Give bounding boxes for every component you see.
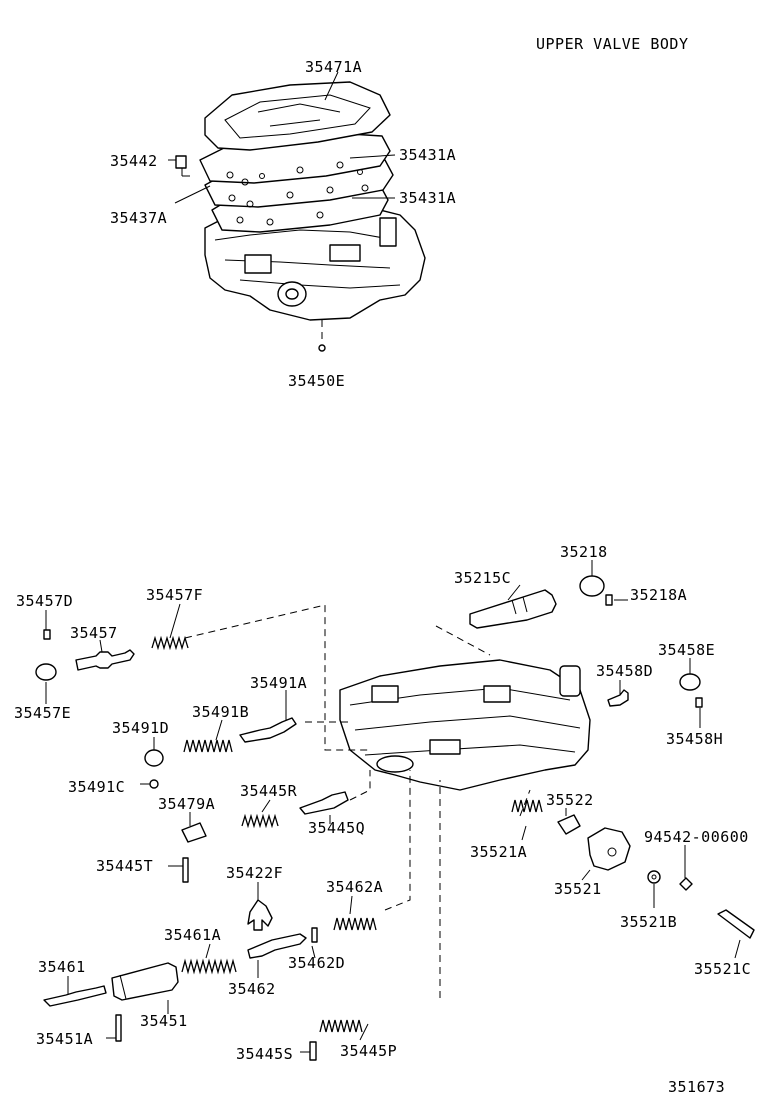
part-35451 <box>111 962 179 1001</box>
label-35215C: 35215C <box>454 569 511 587</box>
upper-leaders <box>168 71 396 204</box>
casting-boss <box>429 739 461 755</box>
part-35218 <box>579 575 605 597</box>
label-35445S: 35445S <box>236 1045 293 1063</box>
part-35422F <box>247 899 273 931</box>
label-35218A: 35218A <box>630 586 687 604</box>
springs <box>151 635 543 1033</box>
part-35445T <box>182 857 189 883</box>
label-35457: 35457 <box>70 624 118 642</box>
spring-35491B <box>183 739 233 753</box>
part-35445S <box>309 1041 317 1061</box>
part-35215C <box>469 589 557 629</box>
label-35462D: 35462D <box>288 954 345 972</box>
part-35458H <box>695 697 703 708</box>
spring-35461A <box>181 958 237 975</box>
label-35422F: 35422F <box>226 864 283 882</box>
label-35445R: 35445R <box>240 782 298 800</box>
label-35431A-bottom: 35431A <box>399 189 456 207</box>
spring-35462A <box>333 917 377 931</box>
label-35521B: 35521B <box>620 913 677 931</box>
part-35462D <box>311 927 318 943</box>
label-35458H: 35458H <box>666 730 723 748</box>
label-35491C: 35491C <box>68 778 125 796</box>
label-35491B: 35491B <box>192 703 249 721</box>
casting-boss <box>244 254 272 274</box>
label-35445P: 35445P <box>340 1042 397 1060</box>
part-35491D <box>144 749 164 767</box>
part-35450E <box>318 344 326 352</box>
part-35457E <box>35 663 57 681</box>
valve-body-casting <box>339 659 591 791</box>
small-parts <box>35 575 755 1061</box>
diagram-number: 351673 <box>668 1078 725 1096</box>
label-35458E: 35458E <box>658 641 715 659</box>
label-35450E: 35450E <box>288 372 345 390</box>
label-35522: 35522 <box>546 791 594 809</box>
label-35479A: 35479A <box>158 795 215 813</box>
label-35437A: 35437A <box>110 209 167 227</box>
spring-35445R <box>241 813 279 829</box>
casting-boss <box>379 217 397 247</box>
part-35451A <box>115 1014 122 1042</box>
label-35491D: 35491D <box>112 719 169 737</box>
label-35462: 35462 <box>228 980 276 998</box>
label-35461A: 35461A <box>164 926 221 944</box>
label-35521C: 35521C <box>694 960 751 978</box>
lower-leaders <box>45 560 741 1053</box>
casting-boss <box>559 665 581 697</box>
part-35218A <box>605 594 613 606</box>
part-94542-00600 <box>679 877 693 891</box>
part-35458D <box>607 689 629 707</box>
label-35451: 35451 <box>140 1012 188 1030</box>
lower-valve-body <box>339 659 591 791</box>
label-35457D: 35457D <box>16 592 73 610</box>
part-35462 <box>247 933 307 959</box>
part-35491A <box>239 717 297 743</box>
part-35445Q <box>299 791 349 815</box>
label-35445Q: 35445Q <box>308 819 365 837</box>
label-35461: 35461 <box>38 958 86 976</box>
part-35458E <box>679 673 701 691</box>
casting-boss <box>371 685 399 703</box>
label-35451A: 35451A <box>36 1030 93 1048</box>
upper-assembly <box>175 81 426 352</box>
label-35431A-top: 35431A <box>399 146 456 164</box>
part-35461 <box>43 985 107 1007</box>
label-35218: 35218 <box>560 543 608 561</box>
label-35442: 35442 <box>110 152 158 170</box>
casting-boss <box>329 244 361 262</box>
label-94542-00600: 94542-00600 <box>644 828 749 846</box>
part-35522 <box>557 814 581 835</box>
spring-35457F <box>151 635 189 651</box>
casting-port <box>376 755 414 773</box>
assembly-guides <box>184 604 531 998</box>
part-35479A <box>181 822 207 843</box>
part-35457D <box>43 629 51 640</box>
label-35462A: 35462A <box>326 878 383 896</box>
part-35457 <box>75 649 135 671</box>
label-35491A: 35491A <box>250 674 307 692</box>
label-35521: 35521 <box>554 880 602 898</box>
label-35458D: 35458D <box>596 662 653 680</box>
casting-boss <box>483 685 511 703</box>
part-35521C <box>717 909 755 939</box>
part-35442 <box>175 155 187 169</box>
part-35491C <box>149 779 159 789</box>
label-35521A: 35521A <box>470 843 527 861</box>
label-35457E: 35457E <box>14 704 71 722</box>
diagram-title: UPPER VALVE BODY <box>536 35 689 53</box>
part-35521B <box>647 870 661 884</box>
label-35457F: 35457F <box>146 586 203 604</box>
spring-35521A <box>511 799 543 813</box>
label-35471A: 35471A <box>305 58 362 76</box>
label-35445T: 35445T <box>96 857 153 875</box>
spring-35445P <box>319 1019 363 1033</box>
